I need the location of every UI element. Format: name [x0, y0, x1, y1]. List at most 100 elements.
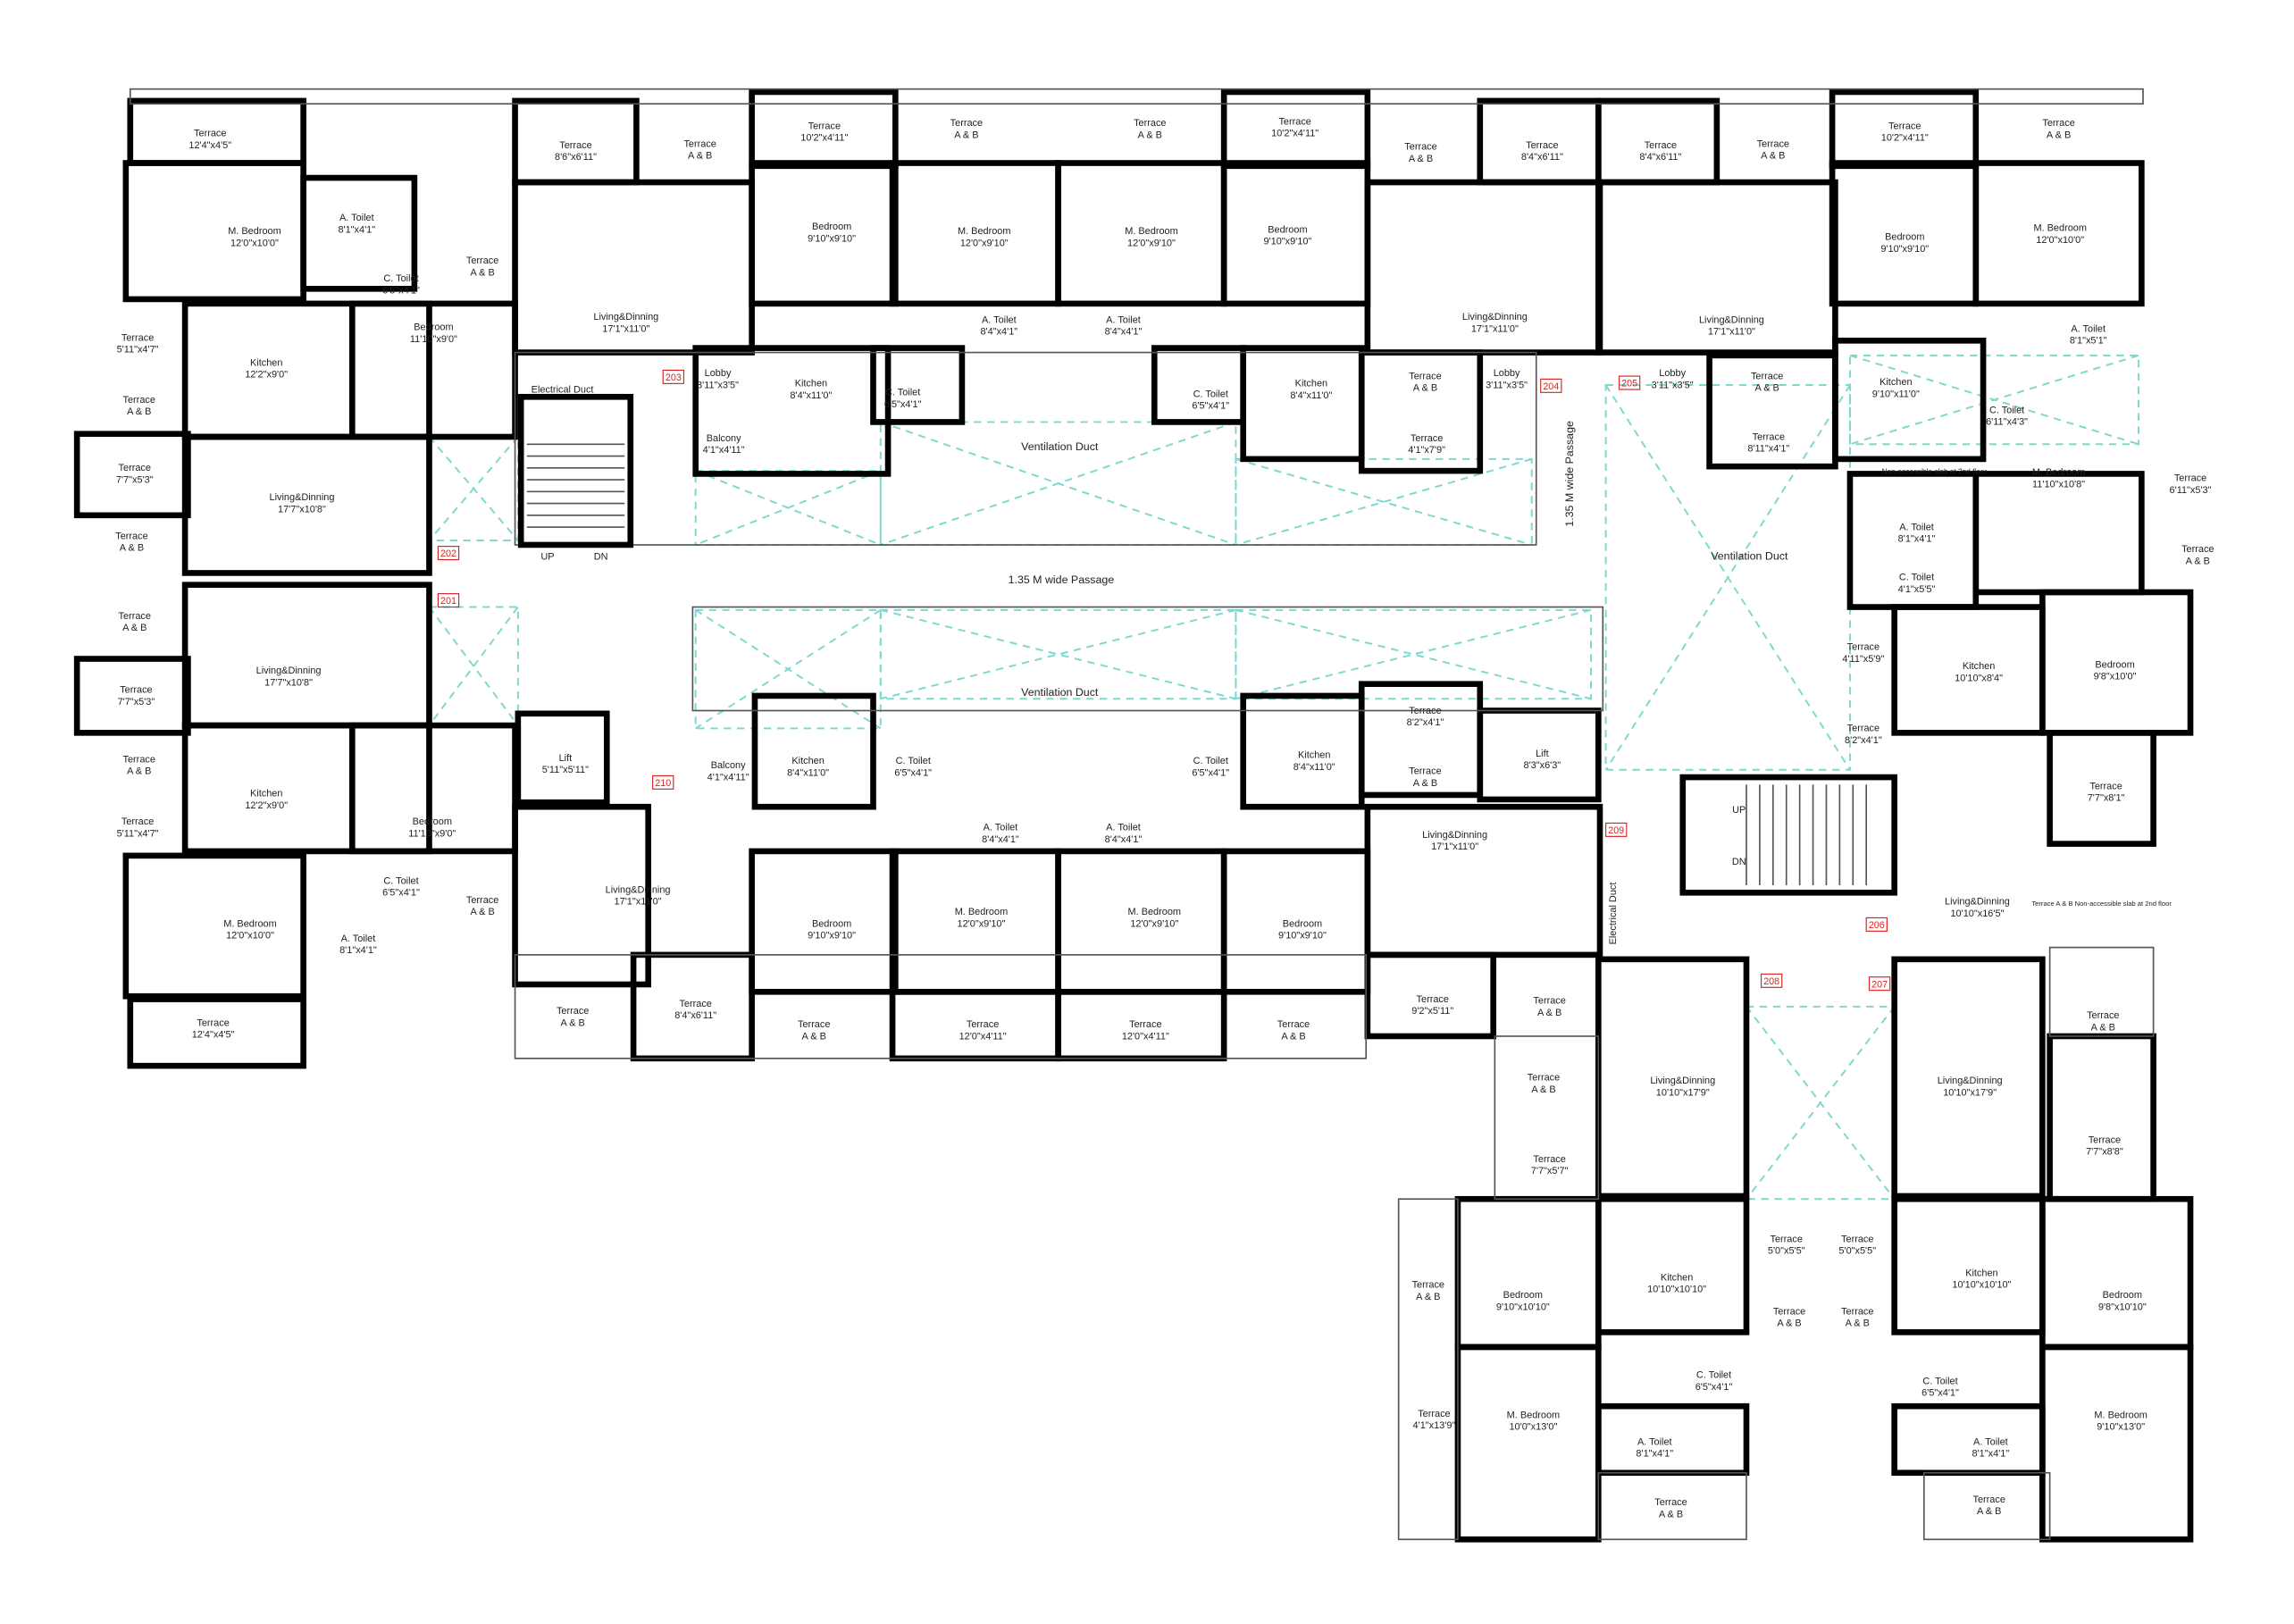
room-dimension: 11'10"x9'0"	[408, 828, 456, 839]
room-dimension: A & B	[122, 623, 147, 633]
room-name: Terrace	[1418, 1409, 1450, 1419]
flat-number-box	[437, 546, 460, 561]
room-dimension: 7'7"x8'1"	[2088, 793, 2125, 804]
room-name: M. Bedroom	[1507, 1410, 1560, 1420]
room-dimension: 10'2"x4'11"	[1881, 133, 1929, 144]
room-dimension: 12'0"x4'11"	[1122, 1031, 1169, 1042]
room-dimension: 10'10"x17'9"	[1943, 1087, 1997, 1098]
room-name: Kitchen	[1298, 750, 1330, 761]
staircase	[1679, 774, 1897, 896]
stair-down-label: DN	[1732, 857, 1746, 867]
room-dimension: 6'5"x4'1"	[382, 888, 420, 899]
wall	[2039, 1344, 2194, 1543]
flat-number: 207	[1871, 979, 1888, 990]
room-dimension: 3'11"x3'5"	[1652, 380, 1694, 390]
room-name: Kitchen	[1965, 1268, 1997, 1278]
room-name: C. Toilet	[1922, 1376, 1957, 1386]
room-name: Terrace	[559, 140, 591, 151]
wall	[127, 996, 306, 1069]
room-dimension: 9'2"x5'11"	[1411, 1006, 1453, 1017]
flat-number: 206	[1869, 920, 1885, 931]
room-dimension: 17'7"x10'8"	[278, 505, 326, 515]
staircase	[517, 393, 634, 548]
room-dimension: A & B	[1659, 1509, 1683, 1519]
room-name: Terrace	[2087, 1010, 2119, 1021]
flat-number-box	[1540, 378, 1562, 393]
room-name: Kitchen	[1963, 661, 1995, 672]
room-name: C. Toilet	[885, 388, 920, 398]
wall	[300, 174, 418, 292]
room-name: C. Toilet	[383, 875, 418, 886]
room-name: Bedroom	[2103, 1290, 2142, 1301]
room-dimension: A & B	[2091, 1022, 2115, 1033]
room-dimension: 11'10"x9'0"	[410, 334, 457, 345]
wall	[181, 722, 432, 855]
room-dimension: 4'11"x5'9"	[1842, 654, 1884, 665]
room-dimension: 11'10"x10'8"	[2032, 479, 2085, 490]
room-name: M. Bedroom	[2094, 1410, 2147, 1420]
room-name: Terrace	[1129, 1019, 1161, 1030]
room-name: A. Toilet	[339, 213, 374, 223]
room-dimension: 4'1"x7'9"	[1408, 445, 1445, 456]
duct-diagonal	[1746, 1006, 1896, 1200]
duct-diagonal	[1849, 354, 2139, 446]
room-name: Terrace	[1411, 433, 1443, 444]
room-dimension: 12'2"x9'0"	[245, 800, 288, 811]
room-name: Lift	[559, 753, 573, 764]
room-dimension: A & B	[2186, 556, 2210, 566]
room-name: Living&Dinning	[1650, 1076, 1715, 1086]
room-dimension: 8'11"x4'1"	[1747, 444, 1789, 455]
wall	[73, 656, 191, 736]
room-name: Terrace	[1753, 431, 1785, 442]
room-name: Lobby	[705, 368, 732, 379]
room-dimension: 4'1"x13'9"	[1413, 1420, 1456, 1431]
room-name: Terrace	[1751, 371, 1783, 381]
room-name: Kitchen	[791, 756, 824, 766]
room-dimension: 12'0"x9'10"	[1130, 918, 1178, 929]
room-name: Terrace	[121, 332, 154, 343]
room-dimension: 8'4"x4'1"	[980, 327, 1017, 338]
room-dimension: 10'10"x10'10"	[1647, 1285, 1706, 1295]
room-name: Balcony	[711, 760, 746, 771]
wall	[181, 433, 432, 576]
room-name: Terrace	[194, 129, 226, 139]
stair-up-label: UP	[540, 552, 554, 563]
room-dimension: 8'1"x4'1"	[1972, 1449, 2010, 1460]
room-name: Bedroom	[1503, 1290, 1543, 1301]
room-dimension: A & B	[2047, 130, 2071, 140]
room-dimension: 9'8"x10'10"	[2098, 1302, 2147, 1313]
wall	[692, 345, 892, 477]
room-name: Terrace	[466, 895, 498, 906]
flat-number-box	[662, 369, 685, 384]
flat-number-box	[1865, 917, 1888, 932]
room-name: C. Toilet	[1989, 405, 2024, 415]
